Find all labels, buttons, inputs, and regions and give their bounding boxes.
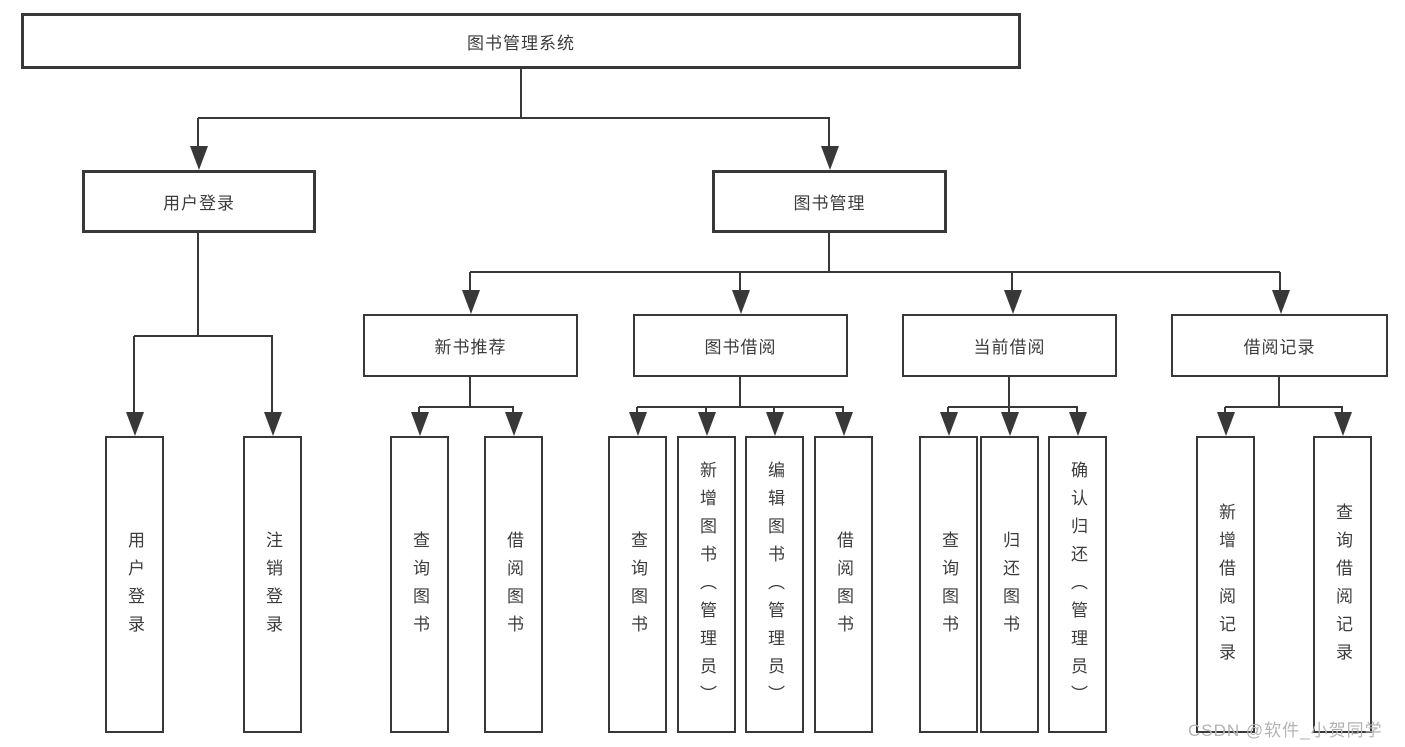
node-leaf-confirm-return-admin: 确认归还（管理员）: [1048, 436, 1107, 733]
node-library-system: 图书管理系统: [21, 13, 1021, 69]
connector-vline: [469, 272, 471, 294]
connector-vline: [197, 233, 199, 336]
connector-hline: [198, 117, 830, 119]
node-leaf-borrow-books: 借阅图书: [814, 436, 873, 733]
node-label: 新增图书（管理员）: [697, 460, 716, 713]
connector-vline: [739, 272, 741, 294]
arrowhead-down-icon: [821, 146, 839, 170]
node-label: 编辑图书（管理员）: [765, 460, 784, 713]
arrowhead-down-icon: [940, 412, 958, 436]
arrowhead-down-icon: [190, 146, 208, 170]
node-label: 图书借阅: [704, 338, 777, 357]
connector-hline: [419, 406, 514, 408]
node-label: 归还图书: [1000, 530, 1019, 643]
node-leaf-query-books: 查询图书: [919, 436, 978, 733]
arrowhead-down-icon: [1001, 412, 1019, 436]
connector-hline: [948, 406, 1078, 408]
connector-vline: [828, 233, 830, 272]
connector-vline: [469, 377, 471, 407]
node-leaf-query-borrow-record: 查询借阅记录: [1313, 436, 1372, 733]
node-new-book-recommend: 新书推荐: [363, 314, 578, 377]
arrowhead-down-icon: [1272, 290, 1290, 314]
connector-vline: [739, 377, 741, 407]
arrowhead-down-icon: [1004, 290, 1022, 314]
connector-vline: [1278, 377, 1280, 407]
connector-vline: [1279, 272, 1281, 294]
connector-hline: [1225, 406, 1343, 408]
connector-vline: [133, 336, 135, 414]
arrowhead-down-icon: [126, 412, 144, 436]
node-label: 新书推荐: [434, 338, 507, 357]
node-label: 查询图书: [410, 530, 429, 643]
node-label: 用户登录: [125, 530, 144, 643]
connector-vline: [271, 336, 273, 414]
arrowhead-down-icon: [698, 412, 716, 436]
node-book-management: 图书管理: [712, 170, 947, 233]
connector-hline: [470, 271, 1280, 273]
node-leaf-add-borrow-record: 新增借阅记录: [1196, 436, 1255, 733]
node-label: 当前借阅: [973, 338, 1046, 357]
node-label: 确认归还（管理员）: [1068, 460, 1087, 713]
node-leaf-return-books: 归还图书: [980, 436, 1039, 733]
node-leaf-borrow-books: 借阅图书: [484, 436, 543, 733]
arrowhead-down-icon: [1334, 412, 1352, 436]
node-user-login: 用户登录: [82, 170, 316, 233]
csdn-watermark: CSDN @软件_小贺同学: [1188, 721, 1383, 740]
connector-vline: [828, 118, 830, 150]
node-label: 图书管理: [793, 194, 866, 213]
connector-vline: [197, 118, 199, 150]
node-current-borrow: 当前借阅: [902, 314, 1117, 377]
node-label: 新增借阅记录: [1216, 502, 1235, 671]
connector-hline: [134, 335, 273, 337]
node-leaf-query-books: 查询图书: [390, 436, 449, 733]
arrowhead-down-icon: [505, 412, 523, 436]
node-leaf-edit-books-admin: 编辑图书（管理员）: [745, 436, 804, 733]
node-leaf-user-login: 用户登录: [105, 436, 164, 733]
connector-hline: [637, 406, 844, 408]
arrowhead-down-icon: [462, 290, 480, 314]
node-label: 查询借阅记录: [1333, 502, 1352, 671]
node-label: 查询图书: [939, 530, 958, 643]
node-label: 注销登录: [263, 530, 282, 643]
connector-vline: [1008, 377, 1010, 407]
arrowhead-down-icon: [1069, 412, 1087, 436]
node-label: 查询图书: [628, 530, 647, 643]
connector-vline: [1011, 272, 1013, 294]
node-book-borrow: 图书借阅: [633, 314, 848, 377]
arrowhead-down-icon: [732, 290, 750, 314]
arrowhead-down-icon: [835, 412, 853, 436]
node-label: 借阅图书: [504, 530, 523, 643]
node-label: 借阅图书: [834, 530, 853, 643]
arrowhead-down-icon: [264, 412, 282, 436]
node-leaf-query-books: 查询图书: [608, 436, 667, 733]
arrowhead-down-icon: [766, 412, 784, 436]
arrowhead-down-icon: [629, 412, 647, 436]
arrowhead-down-icon: [411, 412, 429, 436]
node-label: 用户登录: [163, 194, 235, 213]
arrowhead-down-icon: [1217, 412, 1235, 436]
node-borrow-records: 借阅记录: [1171, 314, 1388, 377]
node-label: 图书管理系统: [467, 33, 575, 53]
node-leaf-add-books-admin: 新增图书（管理员）: [677, 436, 736, 733]
node-label: 借阅记录: [1243, 338, 1316, 357]
connector-vline: [520, 69, 522, 118]
node-leaf-logout: 注销登录: [243, 436, 302, 733]
